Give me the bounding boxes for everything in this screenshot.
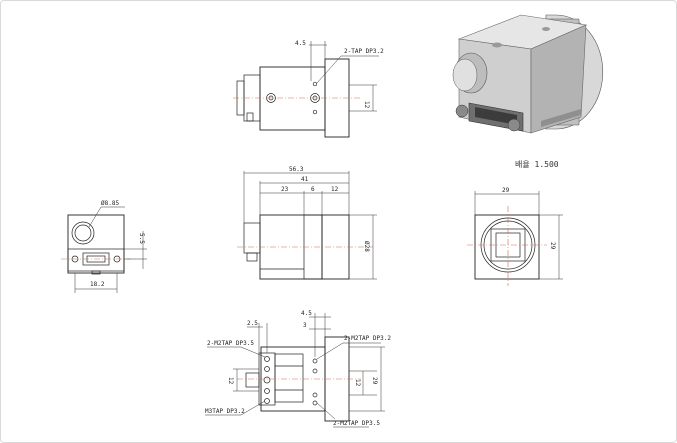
iso-connector-port [475, 107, 517, 125]
bottom-tap-left-bottom: M3TAP DP3.2 [205, 408, 245, 415]
bottom-dim-b: 4.5 [301, 310, 312, 317]
top-view: 4.5 2-TAP DP3.2 12 [233, 40, 384, 138]
side-view: 56.3 41 23 6 12 Ø28 [237, 166, 377, 280]
bottom-tap-r2 [312, 368, 318, 374]
bottom-leader-rb [316, 402, 336, 420]
bottom-tap-left-top: 2-M2TAP DP3.5 [207, 340, 254, 347]
bottom-dim-right-a: 12 [354, 379, 361, 387]
side-dim-seg2: 6 [311, 186, 315, 193]
bottom-tap-right-bottom: 2-M2TAP DP3.5 [333, 420, 380, 427]
front-view: 29 29 [467, 187, 563, 286]
bottom-dim-a: 2.5 [247, 320, 258, 327]
left-dim-h-label: 5.5 [138, 233, 145, 244]
top-tap-lower [312, 109, 318, 115]
left-lens-outer [71, 221, 95, 245]
scale-label: 배율 1.500 [515, 160, 559, 169]
side-dim-total: 56.3 [289, 166, 304, 173]
top-tap-upper [312, 81, 318, 87]
side-connector [243, 222, 261, 254]
top-dim-height-label: 12 [363, 101, 370, 109]
bottom-stub [245, 372, 260, 388]
bottom-tap-r3 [312, 392, 318, 398]
iso-thumbscrew-left [455, 104, 469, 118]
iso-view: 배율 1.500 [452, 14, 604, 169]
bottom-hole-5 [264, 398, 270, 404]
left-lens-inner [74, 224, 92, 242]
side-dim-seg3: 12 [331, 186, 339, 193]
top-screw-stub [246, 112, 254, 122]
bottom-leader-lb [240, 400, 266, 416]
bottom-dim-left: 12 [227, 377, 234, 385]
left-dim-w-label: 18.2 [90, 281, 105, 288]
left-dia-label: Ø8.85 [101, 200, 119, 207]
top-body [259, 66, 326, 131]
side-body [259, 214, 323, 280]
iso-lens-cap-face [452, 58, 478, 92]
iso-side-groove [541, 109, 581, 127]
front-body [474, 214, 540, 280]
bottom-hole-4 [264, 388, 270, 394]
bottom-tap-r1 [312, 358, 318, 364]
top-tap-label: 2-TAP DP3.2 [344, 48, 384, 55]
side-connector-stub [246, 252, 258, 262]
bottom-hole-3 [263, 376, 271, 384]
side-dim-seg1: 23 [281, 186, 289, 193]
iso-thumbscrew-right [507, 118, 521, 132]
side-dim-body: 41 [301, 176, 309, 183]
iso-top-screw-2 [542, 27, 550, 31]
bottom-window [274, 353, 304, 403]
front-dim-w-label: 29 [502, 187, 510, 194]
top-dim-offset-label: 4.5 [295, 40, 306, 47]
bottom-hole-2 [264, 366, 270, 372]
iso-top-screw [492, 42, 502, 48]
left-connector-panel [67, 248, 125, 272]
iso-side-face [530, 24, 587, 134]
bottom-tap-right-top: 2-M2TAP DP3.2 [344, 335, 391, 342]
bottom-leader-rt [316, 342, 344, 360]
side-dim-dia: Ø28 [363, 241, 370, 252]
left-body [67, 214, 125, 274]
bottom-view: 2.5 4.5 3 2-M2TAP DP3.5 2-M2TAP DP3.2 M3… [205, 310, 391, 428]
top-tap-leader [316, 55, 342, 84]
bottom-dim-right-b: 29 [371, 377, 378, 385]
left-dia-leader [88, 206, 102, 228]
left-view: Ø8.85 5.5 18.2 [61, 200, 147, 293]
bottom-leader-lt [240, 346, 266, 358]
bottom-hole-1 [264, 356, 270, 362]
bottom-tap-r4 [312, 400, 318, 406]
left-stub [91, 270, 101, 275]
front-dim-h-label: 29 [549, 242, 556, 250]
bottom-dim-c: 3 [303, 322, 307, 329]
